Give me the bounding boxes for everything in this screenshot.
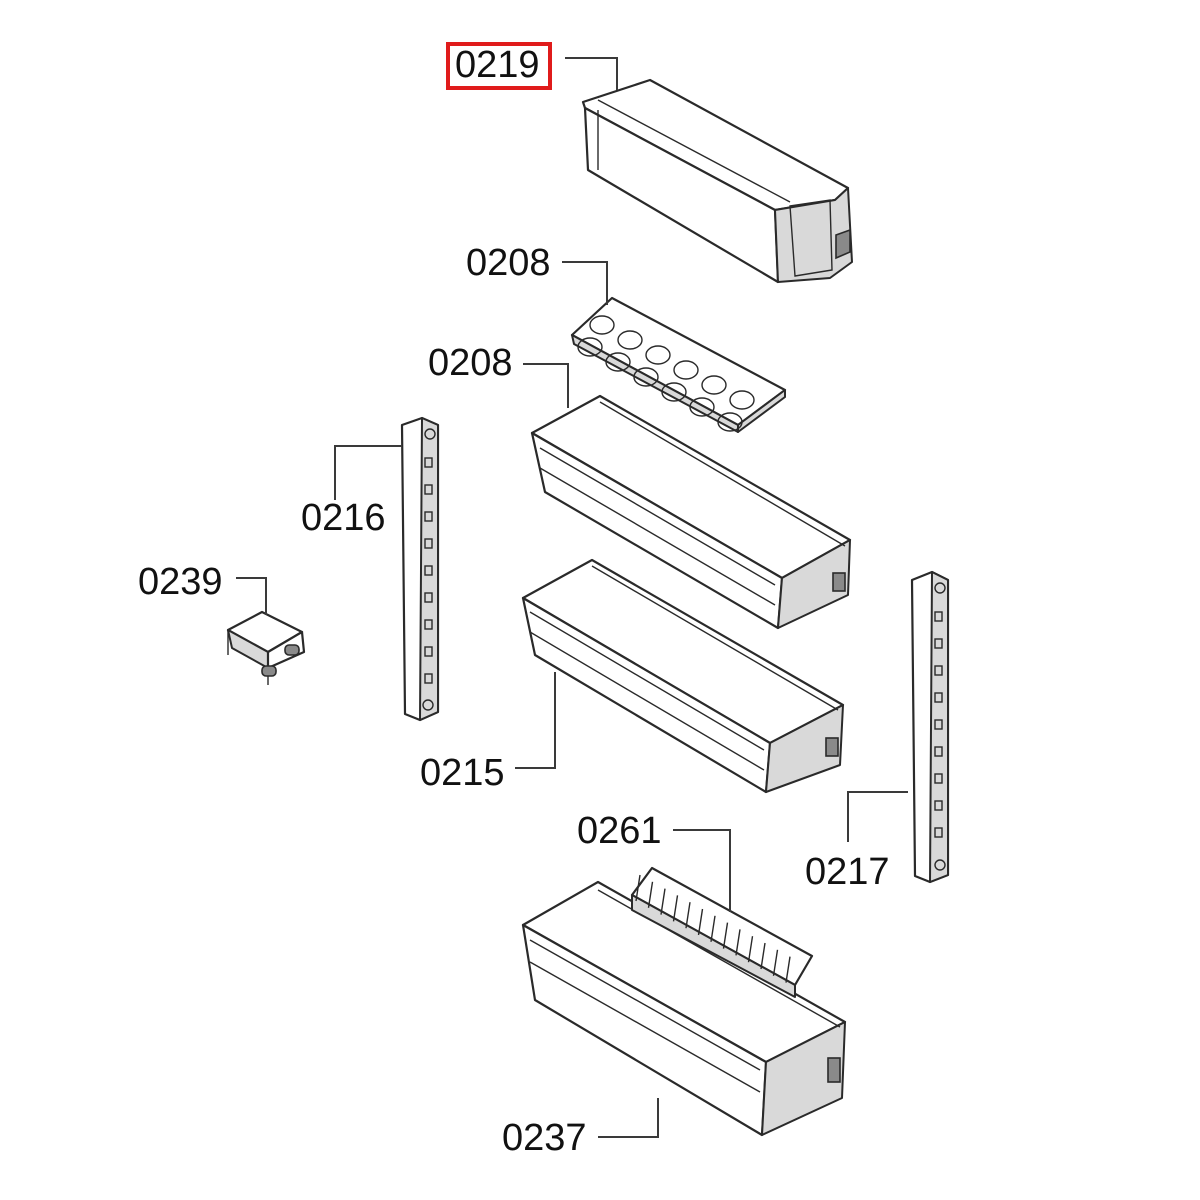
- rail-slot: [424, 538, 433, 549]
- egg-cup: [645, 345, 671, 365]
- rail-slot: [424, 619, 433, 630]
- egg-cup: [717, 412, 743, 432]
- part-0217-door-rail[interactable]: [910, 570, 950, 884]
- egg-cup: [577, 337, 603, 357]
- rail-slot: [424, 592, 433, 603]
- part-0208-door-bin[interactable]: [530, 394, 852, 630]
- rail-slot: [424, 484, 433, 495]
- highlight-box-0219: [446, 42, 552, 90]
- rail-slot: [934, 611, 943, 622]
- retainer-rib: [747, 936, 754, 963]
- egg-cup: [617, 330, 643, 350]
- egg-cup: [605, 352, 631, 372]
- retainer-rib: [672, 895, 679, 922]
- egg-cup: [633, 367, 659, 387]
- part-0216-door-rail[interactable]: [400, 416, 440, 722]
- part-0208-egg-tray[interactable]: [570, 296, 787, 433]
- rail-slots: [424, 457, 433, 684]
- egg-cup: [689, 397, 715, 417]
- label-0239[interactable]: 0239: [138, 561, 223, 603]
- retainer-rib: [697, 908, 704, 936]
- egg-cup: [673, 360, 699, 380]
- part-labels: 0219 0208 0208 0216 0239 0215 0261 0217 …: [138, 42, 890, 1159]
- part-0239-clip[interactable]: [226, 610, 306, 685]
- label-0208-door-bin[interactable]: 0208: [428, 342, 513, 384]
- egg-cup: [729, 390, 755, 410]
- egg-cups: [577, 315, 755, 432]
- egg-cup: [589, 315, 615, 335]
- rail-slot: [424, 511, 433, 522]
- part-0261-bottle-retainer[interactable]: [630, 866, 814, 998]
- retainer-rib: [647, 881, 654, 908]
- retainer-rib: [785, 956, 791, 983]
- rail-slot: [934, 800, 943, 811]
- retainer-rib: [685, 902, 691, 929]
- retainer-rib: [710, 915, 716, 942]
- leader-lines: [236, 57, 908, 1138]
- rail-slot: [424, 673, 433, 684]
- retainer-rib: [735, 929, 741, 956]
- egg-cup: [661, 382, 687, 402]
- egg-cup: [701, 375, 727, 395]
- retainer-rib: [760, 942, 766, 970]
- label-0261[interactable]: 0261: [577, 810, 662, 852]
- retainer-rib: [635, 874, 641, 902]
- part-0215-door-bin[interactable]: [521, 558, 845, 794]
- label-0215[interactable]: 0215: [420, 752, 505, 794]
- label-0219[interactable]: 0219: [455, 44, 540, 86]
- rail-slot: [424, 457, 433, 468]
- retainer-ribs: [635, 874, 791, 983]
- part-0237-bottle-bin[interactable]: [521, 880, 847, 1137]
- label-0208-egg-tray[interactable]: 0208: [466, 242, 551, 284]
- rail-slot: [934, 827, 943, 838]
- rail-slot: [934, 638, 943, 649]
- rail-slot: [934, 665, 943, 676]
- rail-slot: [934, 773, 943, 784]
- rail-slots: [934, 611, 943, 838]
- retainer-rib: [660, 888, 666, 915]
- rail-slot: [424, 565, 433, 576]
- label-0217[interactable]: 0217: [805, 851, 890, 893]
- rail-slot: [934, 719, 943, 730]
- rail-slot: [424, 646, 433, 657]
- part-0219-shelf-box[interactable]: [581, 78, 853, 284]
- rail-slot: [934, 746, 943, 757]
- label-0216[interactable]: 0216: [301, 497, 386, 539]
- retainer-rib: [722, 922, 729, 949]
- label-0237[interactable]: 0237: [502, 1117, 587, 1159]
- rail-slot: [934, 692, 943, 703]
- retainer-rib: [772, 949, 779, 976]
